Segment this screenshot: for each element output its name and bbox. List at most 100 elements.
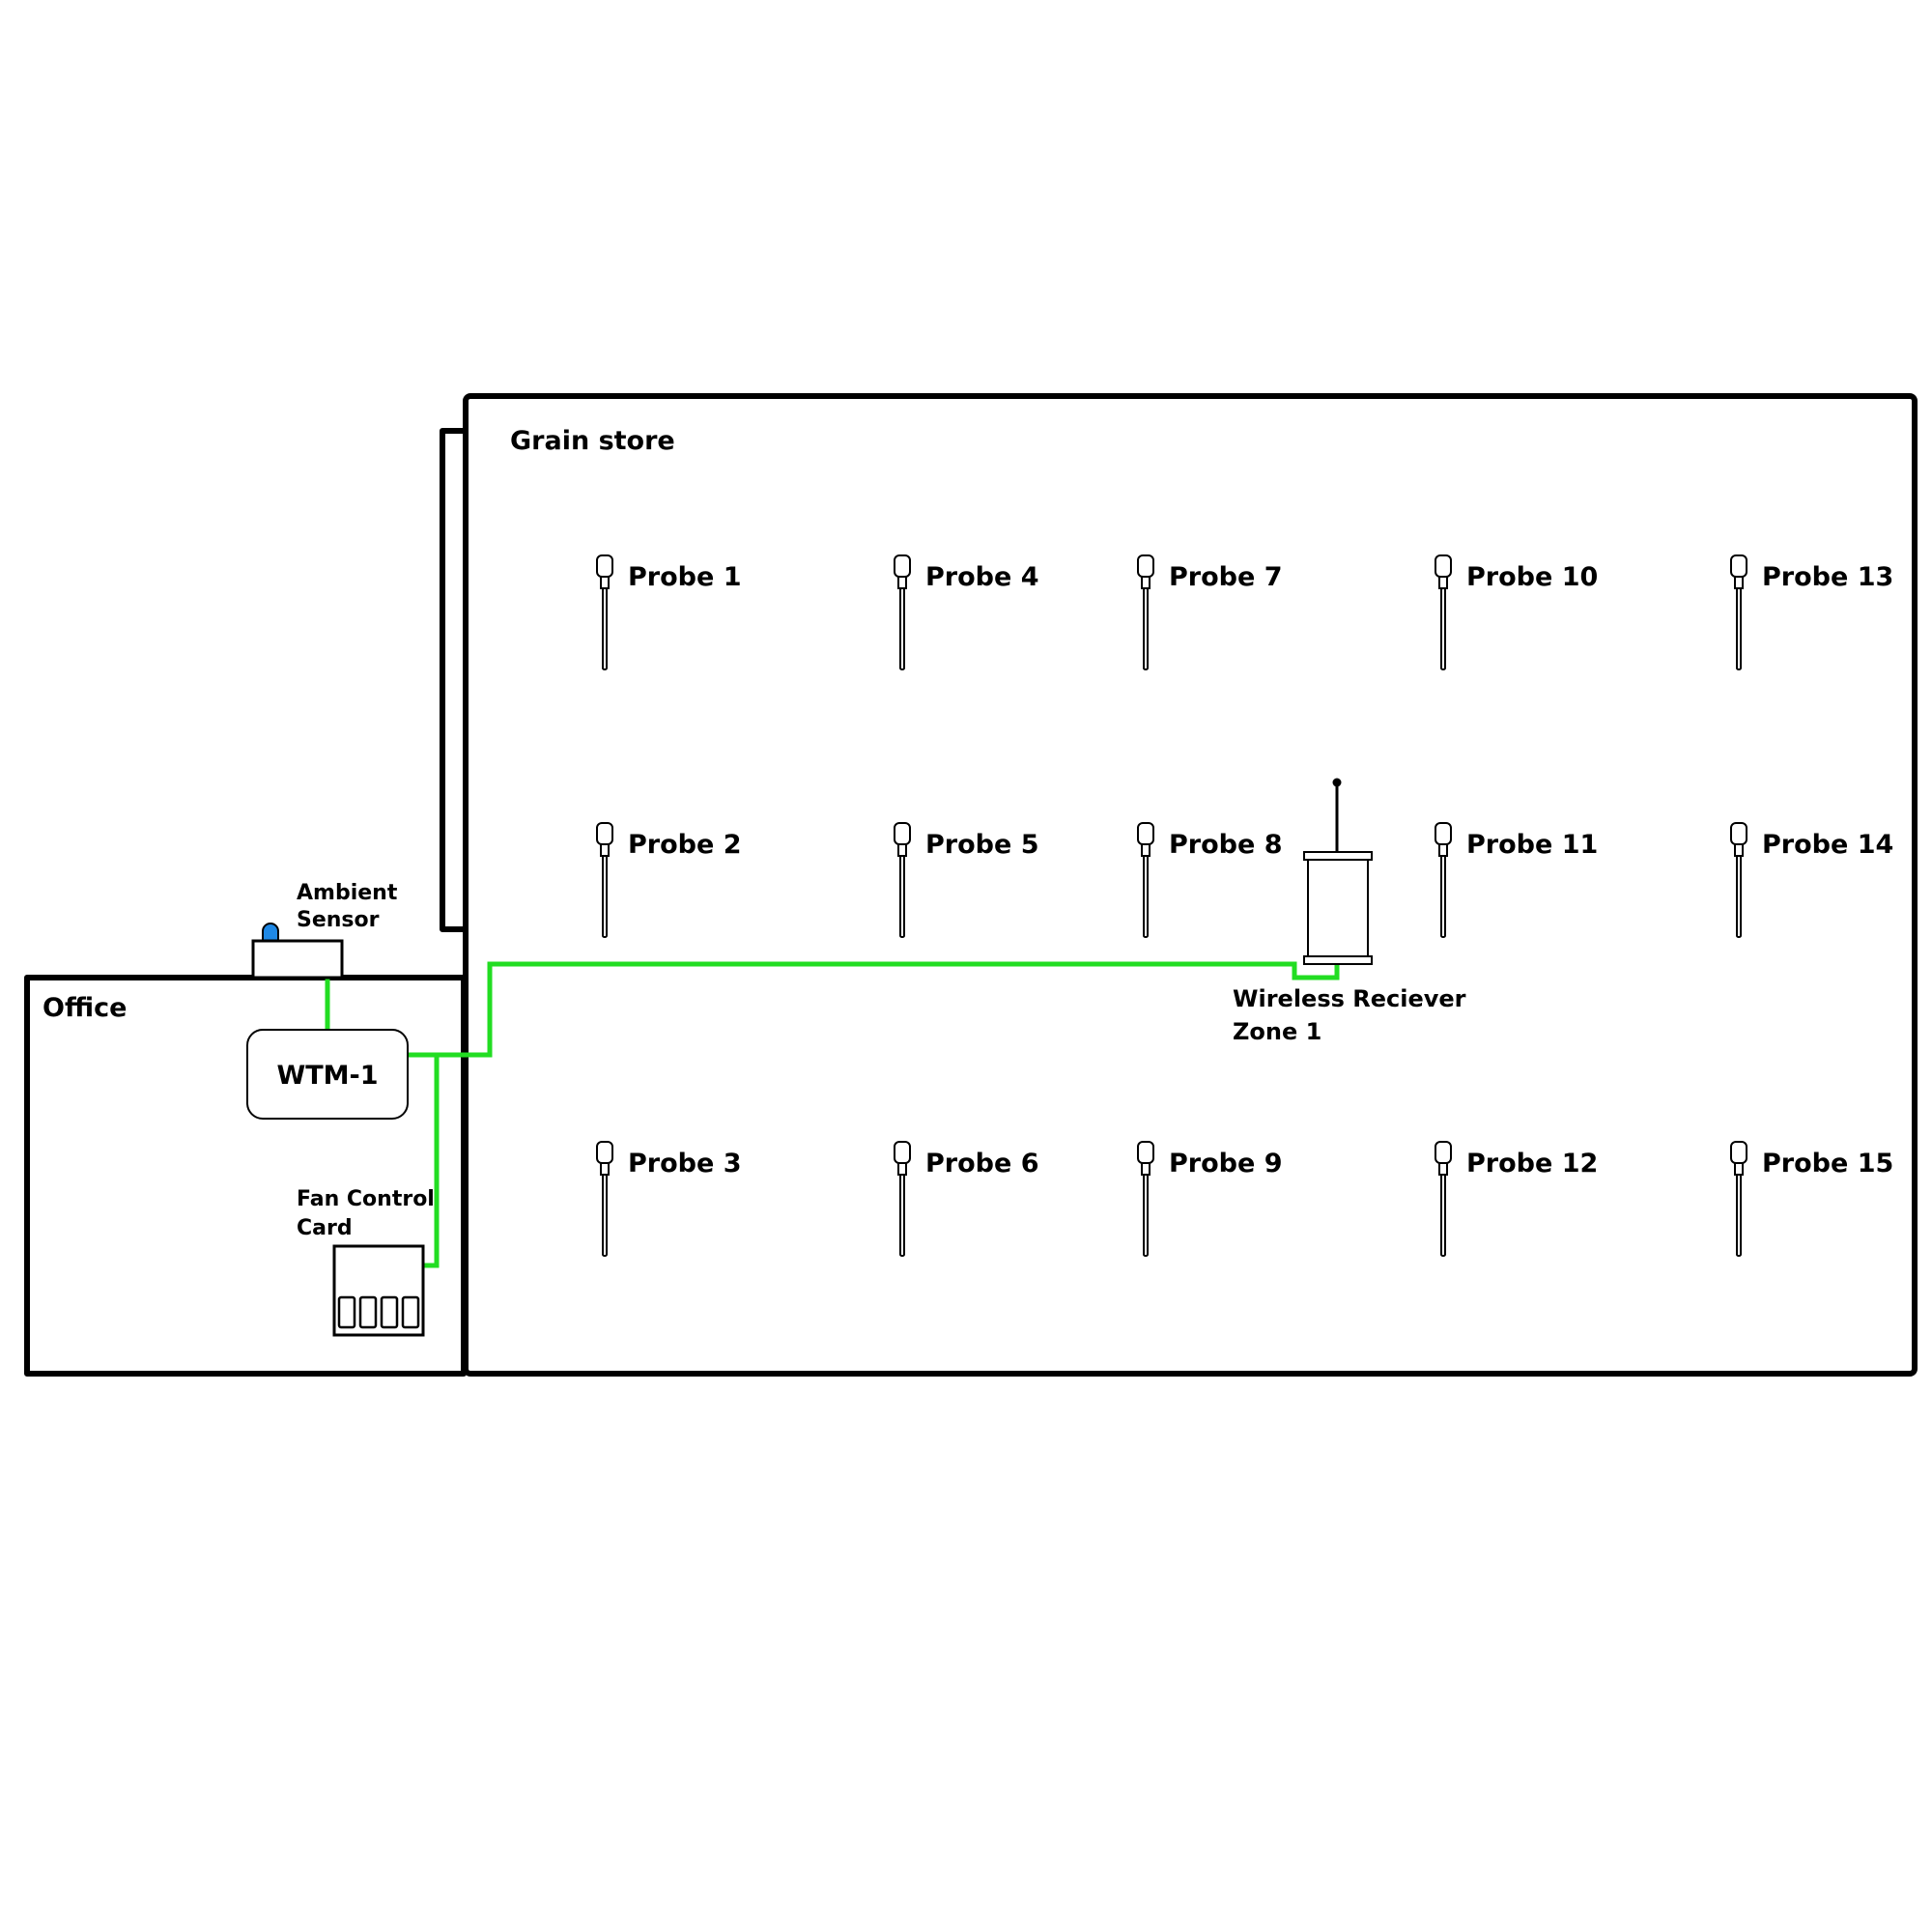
- probe-shaft: [1736, 855, 1742, 938]
- ambient-sensor-label-line1: Ambient: [297, 881, 398, 905]
- probe-neck: [1438, 843, 1448, 857]
- probe-label: Probe 2: [628, 830, 741, 860]
- probe-head-icon: [1435, 1141, 1452, 1164]
- probe-head-icon: [1730, 822, 1747, 845]
- wtm-controller: WTM-1: [246, 1029, 409, 1120]
- probe-6: Probe 6: [894, 1141, 1038, 1257]
- probe-shaft: [1736, 587, 1742, 670]
- probe-label: Probe 11: [1466, 830, 1598, 860]
- cable-wtm-to-fan-card: [419, 1055, 440, 1268]
- probe-shaft: [1143, 855, 1149, 938]
- probe-head-icon: [894, 822, 911, 845]
- probe-head-icon: [1137, 554, 1154, 578]
- grain-store-door: [440, 428, 469, 932]
- probe-15: Probe 15: [1730, 1141, 1893, 1257]
- probe-12: Probe 12: [1435, 1141, 1598, 1257]
- probe-head-icon: [596, 1141, 613, 1164]
- probe-shaft: [1440, 1174, 1446, 1257]
- wtm-box: [246, 1029, 409, 1120]
- probe-head-icon: [596, 822, 613, 845]
- probe-shaft: [1736, 1174, 1742, 1257]
- fan-control-card-label-line1: Fan Control: [297, 1187, 435, 1211]
- receiver-body: [1307, 859, 1369, 957]
- probe-head-icon: [596, 554, 613, 578]
- probe-head-icon: [894, 1141, 911, 1164]
- probe-13: Probe 13: [1730, 554, 1893, 670]
- probe-shaft: [602, 587, 608, 670]
- cable-wtm-to-receiver: [408, 961, 1340, 1058]
- probe-neck: [600, 576, 610, 589]
- probe-7: Probe 7: [1137, 554, 1282, 670]
- probe-neck: [600, 843, 610, 857]
- probe-neck: [1141, 576, 1151, 589]
- probe-label: Probe 4: [925, 562, 1038, 592]
- probe-shaft: [1143, 587, 1149, 670]
- building-walls: [24, 393, 1918, 1377]
- ambient-sensor: Ambient Sensor: [251, 881, 398, 980]
- probe-head-icon: [1137, 1141, 1154, 1164]
- probe-4: Probe 4: [894, 554, 1038, 670]
- fan-slot-1: [337, 1295, 356, 1329]
- receiver-bottom-cap: [1303, 955, 1373, 965]
- probe-neck: [1734, 576, 1744, 589]
- probe-shaft: [899, 587, 905, 670]
- cable-network: [325, 961, 1340, 1268]
- probe-label: Probe 15: [1762, 1149, 1893, 1179]
- probe-head-icon: [894, 554, 911, 578]
- probe-shaft: [602, 1174, 608, 1257]
- fan-control-card: Fan Control Card: [297, 1187, 435, 1337]
- probe-neck: [1734, 1162, 1744, 1176]
- fan-slot-4: [401, 1295, 420, 1329]
- probe-14: Probe 14: [1730, 822, 1893, 938]
- probe-shaft: [1143, 1174, 1149, 1257]
- probe-label: Probe 12: [1466, 1149, 1598, 1179]
- receiver-top-cap: [1303, 851, 1373, 861]
- probe-head-icon: [1435, 822, 1452, 845]
- fan-control-card-label-line2: Card: [297, 1216, 353, 1240]
- probe-8: Probe 8: [1137, 822, 1282, 938]
- ambient-sensor-label-line2: Sensor: [297, 908, 380, 932]
- probe-label: Probe 8: [1169, 830, 1282, 860]
- probe-neck: [897, 843, 907, 857]
- receiver-label-line2: Zone 1: [1233, 1018, 1321, 1045]
- probe-label: Probe 9: [1169, 1149, 1282, 1179]
- probe-2: Probe 2: [596, 822, 741, 938]
- fan-slot-2: [358, 1295, 378, 1329]
- probe-head-icon: [1730, 554, 1747, 578]
- wireless-receiver: Wireless Reciever Zone 1: [1233, 778, 1466, 1045]
- probe-neck: [897, 576, 907, 589]
- probe-shaft: [899, 1174, 905, 1257]
- probe-5: Probe 5: [894, 822, 1038, 938]
- probe-shaft: [1440, 587, 1446, 670]
- probe-head-icon: [1137, 822, 1154, 845]
- probe-head-icon: [1435, 554, 1452, 578]
- probe-neck: [1438, 1162, 1448, 1176]
- probe-label: Probe 5: [925, 830, 1038, 860]
- probe-9: Probe 9: [1137, 1141, 1282, 1257]
- probe-3: Probe 3: [596, 1141, 741, 1257]
- ambient-sensor-bulb: [262, 923, 279, 942]
- probe-neck: [600, 1162, 610, 1176]
- probe-label: Probe 6: [925, 1149, 1038, 1179]
- wtm-label: WTM-1: [276, 1061, 378, 1091]
- probe-label: Probe 1: [628, 562, 741, 592]
- probe-shaft: [1440, 855, 1446, 938]
- probe-head-icon: [1730, 1141, 1747, 1164]
- probe-shaft: [899, 855, 905, 938]
- probe-11: Probe 11: [1435, 822, 1598, 938]
- fan-slot-3: [380, 1295, 399, 1329]
- probe-1: Probe 1: [596, 554, 741, 670]
- probe-neck: [1438, 576, 1448, 589]
- grain-store-label: Grain store: [510, 426, 675, 456]
- probe-label: Probe 3: [628, 1149, 741, 1179]
- receiver-antenna-tip: [1332, 778, 1342, 787]
- probe-shaft: [602, 855, 608, 938]
- ambient-sensor-box: [251, 939, 344, 980]
- probe-10: Probe 10: [1435, 554, 1598, 670]
- probe-label: Probe 14: [1762, 830, 1893, 860]
- probe-neck: [1734, 843, 1744, 857]
- probe-neck: [1141, 843, 1151, 857]
- receiver-label-line1: Wireless Reciever: [1233, 985, 1466, 1012]
- office-label: Office: [43, 993, 127, 1023]
